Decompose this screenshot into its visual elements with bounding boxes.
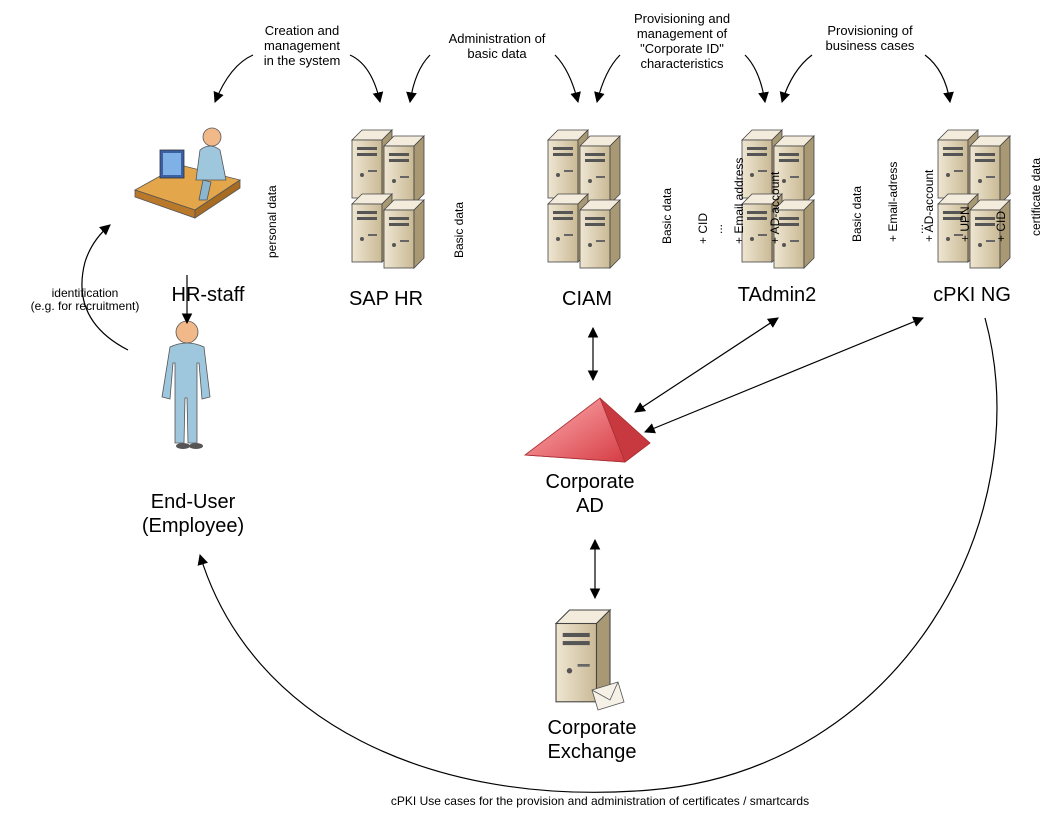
node-label-cpki-ng: cPKI NG <box>933 284 1011 306</box>
label-line: Creation and <box>264 23 340 38</box>
label-line: Corporate <box>545 471 635 493</box>
label-line: in the system <box>263 53 341 68</box>
label-line: basic data <box>467 46 527 61</box>
corporate-ad-icon <box>523 397 651 463</box>
label-line: AD <box>576 495 604 517</box>
label-identification: identification (e.g. for recruitment) <box>10 287 160 313</box>
note-personal-data: personal data <box>265 185 279 258</box>
end-user-icon <box>161 320 211 449</box>
note-line: + Email address <box>732 157 746 244</box>
node-label-tadmin2: TAdmin2 <box>737 284 817 306</box>
label-line: business cases <box>825 38 915 53</box>
sap-hr-server-icon <box>352 130 424 268</box>
label-line: (e.g. for recruitment) <box>30 299 140 313</box>
label-administration-basic-data: Administration of basic data <box>449 31 546 61</box>
ciam-server-icon <box>548 130 620 268</box>
label-provisioning-business-cases: Provisioning of business cases <box>826 23 915 53</box>
node-label-sap-hr: SAP HR <box>348 288 424 310</box>
label-cpki-use-cases: cPKI Use cases for the provision and adm… <box>390 794 810 808</box>
note-tadmin-data: Basic data + Email-adress + AD-account +… <box>827 162 1031 242</box>
note-ellipsis: ... <box>711 223 725 234</box>
label-line: End-User <box>150 491 236 513</box>
label-line: Provisioning and <box>633 11 731 26</box>
corporate-exchange-icon <box>555 609 625 711</box>
label-line: (Employee) <box>141 515 245 537</box>
note-certificate-data: certificate data <box>1029 157 1043 236</box>
note-line: + AD-account <box>768 171 782 244</box>
node-label-hr-staff: HR-staff <box>171 284 245 306</box>
label-provisioning-corporate-id: Provisioning and management of "Corporat… <box>634 11 730 71</box>
label-line: Exchange <box>547 741 637 763</box>
label-line: management <box>264 38 340 53</box>
note-line: + CID <box>994 210 1008 242</box>
note-line: + Email-adress <box>886 161 900 242</box>
note-line: Basic data <box>660 187 674 244</box>
label-line: Administration of <box>448 31 546 46</box>
label-line: Provisioning of <box>827 23 913 38</box>
note-line: + UPN <box>958 206 972 242</box>
label-creation-management: Creation and management in the system <box>264 23 341 68</box>
label-line: "Corporate ID" <box>640 41 724 56</box>
node-label-end-user: End-User (Employee) <box>142 490 244 538</box>
label-line: characteristics <box>640 56 724 71</box>
label-line: management of <box>636 26 728 41</box>
connector-arrows <box>81 54 998 793</box>
node-label-corporate-ad: Corporate AD <box>546 470 635 518</box>
label-line: Corporate <box>547 717 637 739</box>
node-label-ciam: CIAM <box>562 288 612 310</box>
note-line: Basic data <box>850 185 864 242</box>
hr-staff-icon <box>134 127 241 219</box>
node-label-corporate-exchange: Corporate Exchange <box>548 716 637 764</box>
note-sap-basic-data: Basic data <box>452 201 466 258</box>
note-line: + CID <box>696 212 710 244</box>
label-line: identification <box>51 286 119 300</box>
note-ellipsis: ... <box>912 223 926 234</box>
